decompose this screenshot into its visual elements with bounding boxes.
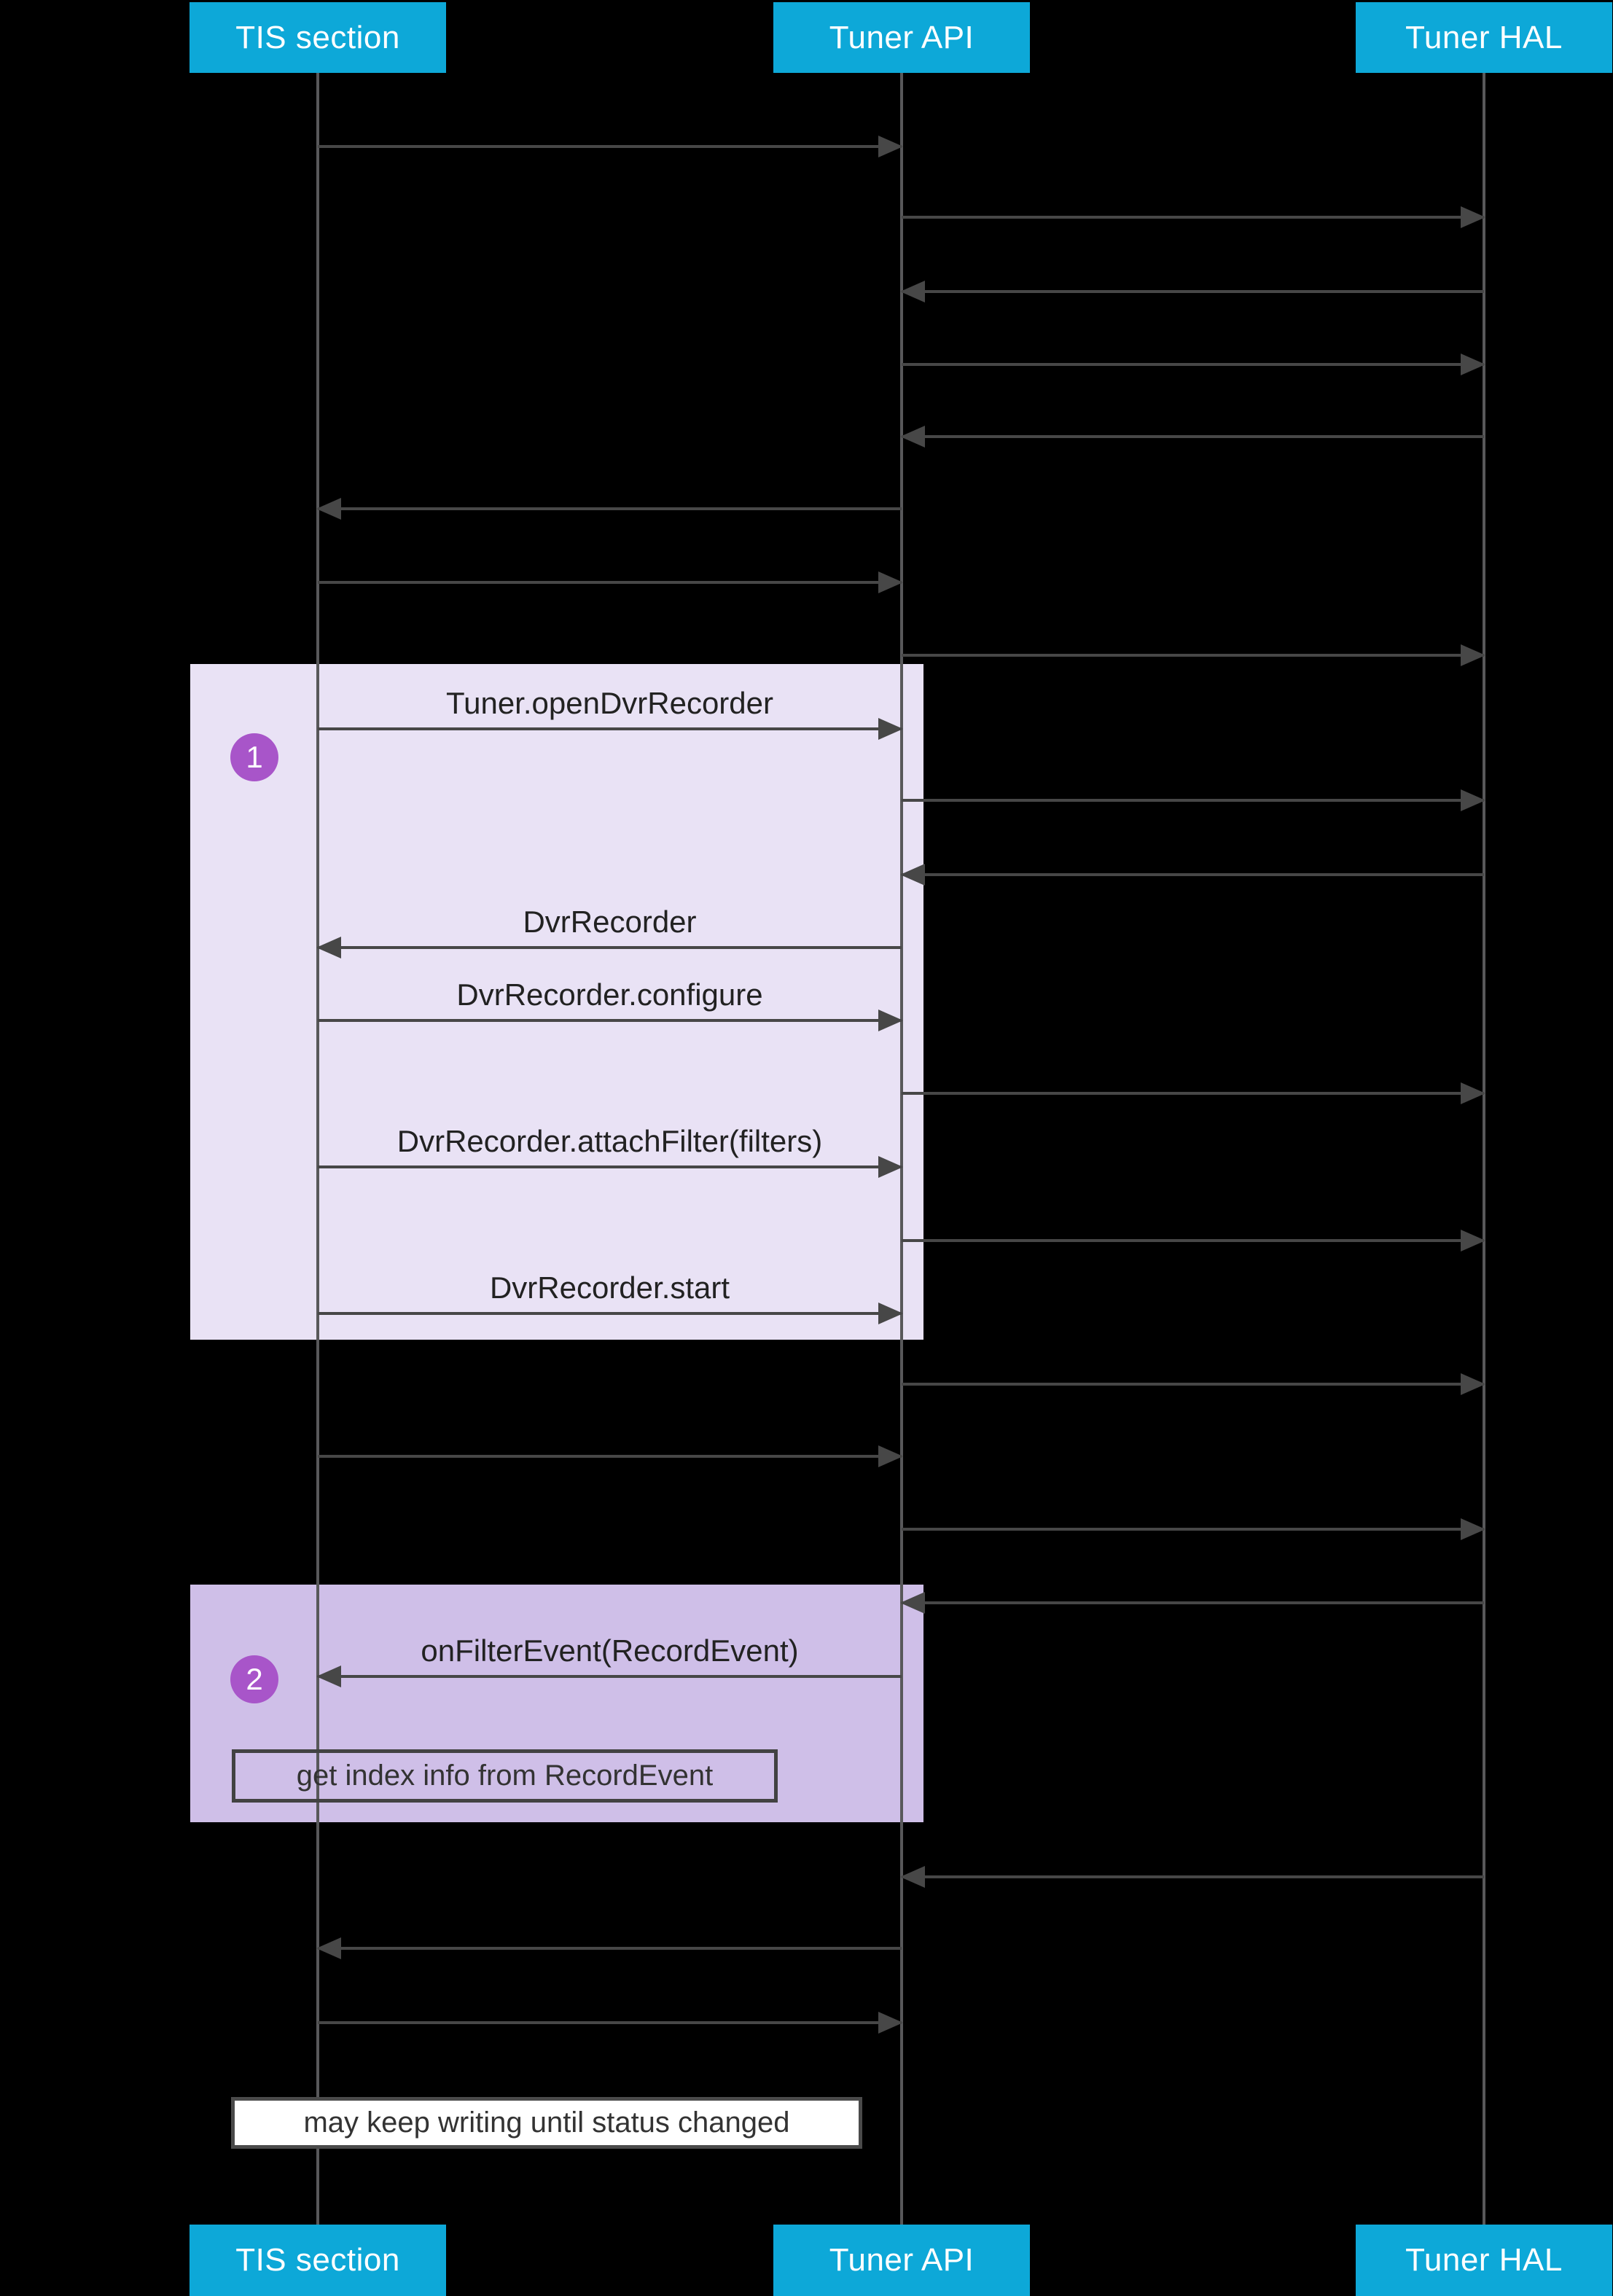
message-label: DvrRecorder.configure xyxy=(456,977,763,1012)
participant-label-hal-top: Tuner HAL xyxy=(1405,19,1563,55)
message-arrow-api-to-tis-5 xyxy=(316,498,902,520)
message-arrow-api-to-tis-23 xyxy=(316,1937,902,1959)
arrowhead-icon xyxy=(1461,354,1485,375)
message-label: Tuner.openDvrRecorder xyxy=(446,686,773,720)
message-arrow-api-to-hal-1 xyxy=(902,206,1485,228)
arrowhead-icon xyxy=(878,2012,903,2034)
participant-header-hal-bottom: Tuner HAL xyxy=(1356,2225,1612,2296)
message-arrow-hal-to-api-10 xyxy=(900,864,1484,886)
message-arrow-DvrRecorder.start xyxy=(318,1303,903,1324)
participant-label-tis-bottom: TIS section xyxy=(235,2242,400,2278)
step-2-badge: 2 xyxy=(230,1655,278,1703)
message-label: DvrRecorder.attachFilter(filters) xyxy=(397,1124,823,1158)
arrowhead-icon xyxy=(878,1303,903,1324)
participant-header-api-bottom: Tuner API xyxy=(773,2225,1030,2296)
message-arrow-api-to-hal-13 xyxy=(902,1082,1485,1104)
arrowhead-icon xyxy=(900,281,925,302)
arrowhead-icon xyxy=(878,1156,903,1178)
arrowhead-icon xyxy=(1461,789,1485,811)
participant-label-api-bottom: Tuner API xyxy=(829,2242,975,2278)
step-2-highlight-box xyxy=(190,1585,923,1822)
lifeline-hal xyxy=(1483,73,1485,2225)
lifeline-tis xyxy=(316,73,319,2225)
step-1-highlight-box xyxy=(190,664,923,1340)
note-box: may keep writing until status changed xyxy=(231,2097,862,2149)
arrowhead-icon xyxy=(1461,1373,1485,1395)
arrowhead-icon xyxy=(1461,1230,1485,1252)
participant-header-api-top: Tuner API xyxy=(773,2,1030,73)
message-arrow-hal-to-api-2 xyxy=(900,281,1484,302)
arrowhead-icon xyxy=(1461,1082,1485,1104)
arrowhead-icon xyxy=(878,1445,903,1467)
participant-label-api-top: Tuner API xyxy=(829,19,975,55)
participant-label-hal-bottom: Tuner HAL xyxy=(1405,2242,1563,2278)
message-arrow-Tuner.openDvrRecorder xyxy=(318,718,903,740)
message-label: DvrRecorder xyxy=(523,905,697,939)
message-arrow-tis-to-api-18 xyxy=(318,1445,903,1467)
arrowhead-icon xyxy=(878,136,903,157)
participant-header-tis-bottom: TIS section xyxy=(190,2225,446,2296)
message-arrow-api-to-hal-17 xyxy=(902,1373,1485,1395)
arrowhead-icon xyxy=(316,937,341,958)
arrowhead-icon xyxy=(316,1937,341,1959)
participant-label-tis-top: TIS section xyxy=(235,19,400,55)
message-arrow-hal-to-api-4 xyxy=(900,426,1484,448)
arrowhead-icon xyxy=(1461,206,1485,228)
message-arrow-DvrRecorder.configure xyxy=(318,1010,903,1031)
message-arrow-api-to-hal-15 xyxy=(902,1230,1485,1252)
message-arrow-tis-to-api-0 xyxy=(318,136,903,157)
participant-header-tis-top: TIS section xyxy=(190,2,446,73)
arrowhead-icon xyxy=(878,1010,903,1031)
note-box: get index info from RecordEvent xyxy=(232,1749,778,1803)
arrowhead-icon xyxy=(900,1592,925,1614)
arrowhead-icon xyxy=(900,1866,925,1888)
arrowhead-icon xyxy=(1461,644,1485,666)
arrowhead-icon xyxy=(900,864,925,886)
arrowhead-icon xyxy=(1461,1518,1485,1540)
message-arrow-api-to-hal-7 xyxy=(902,644,1485,666)
message-arrow-hal-to-api-22 xyxy=(900,1866,1484,1888)
arrowhead-icon xyxy=(900,426,925,448)
message-arrow-DvrRecorder.attachFilter(filters) xyxy=(318,1156,903,1178)
lifeline-api xyxy=(900,73,903,2225)
step-1-badge: 1 xyxy=(230,733,278,781)
participant-header-hal-top: Tuner HAL xyxy=(1356,2,1612,73)
message-arrow-hal-to-api-20 xyxy=(900,1592,1484,1614)
message-arrow-tis-to-api-6 xyxy=(318,571,903,593)
message-arrow-api-to-hal-3 xyxy=(902,354,1485,375)
message-label: DvrRecorder.start xyxy=(489,1270,730,1305)
arrowhead-icon xyxy=(878,718,903,740)
arrowhead-icon xyxy=(316,1666,341,1687)
message-arrow-DvrRecorder xyxy=(316,937,902,958)
message-arrow-onFilterEvent(RecordEvent) xyxy=(316,1666,902,1687)
message-arrow-api-to-hal-19 xyxy=(902,1518,1485,1540)
message-arrow-tis-to-api-24 xyxy=(318,2012,903,2034)
arrowhead-icon xyxy=(878,571,903,593)
message-label: onFilterEvent(RecordEvent) xyxy=(421,1633,799,1668)
message-arrow-api-to-hal-9 xyxy=(902,789,1485,811)
arrowhead-icon xyxy=(316,498,341,520)
